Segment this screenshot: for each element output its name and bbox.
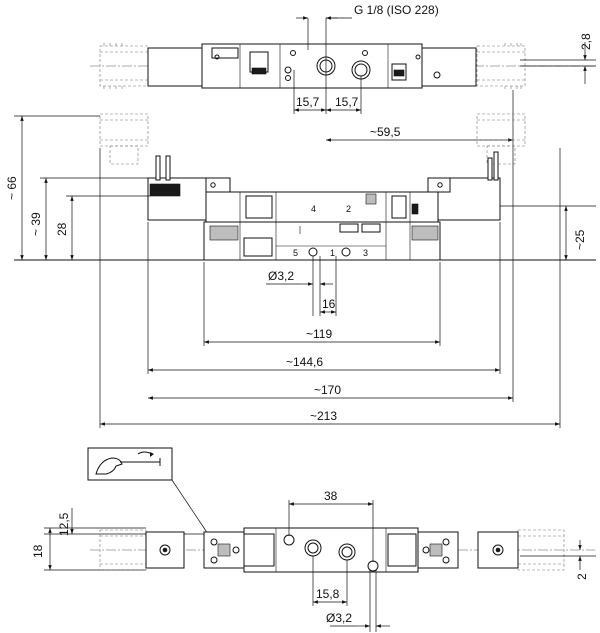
dim-top-59-5: ~59,5 [370,125,401,139]
dim-bottom-12-5: 12,5 [57,512,71,536]
port-3-label: 3 [363,248,368,258]
dim-side-16: 16 [322,297,336,311]
side-left-connector-ghost [99,113,149,165]
dim-top-15-7-b: 15,7 [335,95,359,109]
dim-top-2-8: 2,8 [579,33,593,50]
dim-side-119: ~119 [306,327,332,341]
port-4-label: 4 [311,204,316,214]
top-valve-body [201,43,423,89]
dim-bottom-18: 18 [31,544,45,558]
dim-side-170: ~170 [314,383,341,397]
thread-label: G 1/8 (ISO 228) [354,3,439,17]
top-right-connector-ghost [476,43,526,89]
side-right-connector-ghost [476,113,526,165]
dim-side-28: 28 [55,222,69,236]
dim-bottom-phi-3-2: Ø3,2 [326,611,352,625]
dim-side-66: ~ 66 [5,176,19,200]
dim-side-25: ~25 [573,229,587,250]
dim-side-144-6: ~144,6 [286,355,323,369]
top-view: G 1/8 (ISO 228) 15,7 15,7 ~59,5 2,8 [90,3,596,150]
dim-side-213: ~213 [310,409,337,423]
side-view: 4 2 5 1 3 ~ 66 ~ 39 28 ~25 Ø3,2 16 [5,113,596,428]
dim-top-15-7-a: 15,7 [296,95,320,109]
port-5-label: 5 [293,248,298,258]
dim-bottom-15-8: 15,8 [316,587,340,601]
port-2-label: 2 [346,204,351,214]
dim-bottom-38: 38 [324,489,338,503]
dim-side-39: ~ 39 [29,212,43,236]
top-left-connector-ghost [99,43,149,89]
dim-bottom-2: 2 [575,573,589,580]
dim-side-phi-3-2: Ø3,2 [268,269,294,283]
port-1-label: 1 [330,248,335,258]
hand-screwdriver-icon [87,447,209,535]
bottom-view: 38 12,5 18 2 15,8 Ø3,2 [31,447,596,632]
